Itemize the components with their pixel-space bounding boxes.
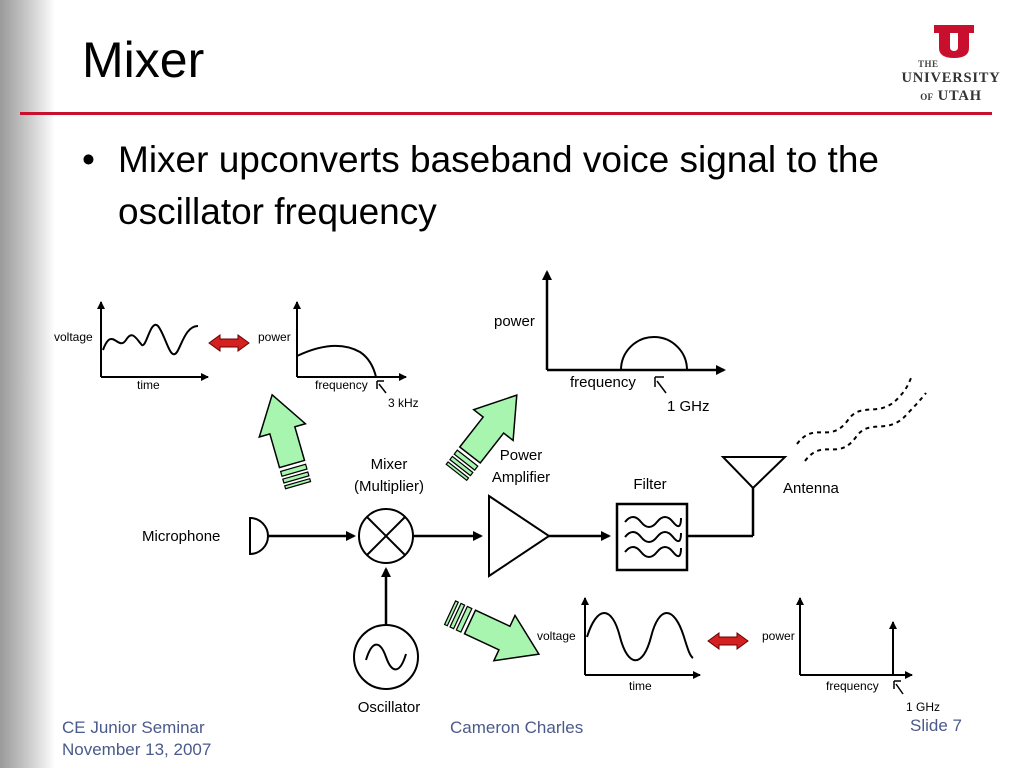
output-spectrum-plot: power frequency 1 GHz [494,270,726,415]
output-spectrum-ylabel: power [494,313,535,330]
radio-waves-icon [796,377,927,462]
logo-university: UNIVERSITY [901,70,1001,86]
filter-label: Filter [633,476,666,493]
logo-of: OF [920,92,934,102]
logo-the: THE [918,59,939,69]
footer-course-info: CE Junior Seminar November 13, 2007 [62,717,211,761]
osc-time-xlabel: time [629,679,652,693]
voice-spectrum-plot: power frequency 3 kHz [258,301,419,410]
power-amp-sublabel: Amplifier [492,469,550,486]
mixer-multiplier-icon [358,508,414,564]
university-logo: THE UNIVERSITY OF UTAH [890,22,1012,106]
microphone-icon [249,517,269,555]
footer-course: CE Junior Seminar [62,718,205,737]
microphone-label: Microphone [142,528,220,545]
filter-icon [615,502,689,572]
mixer-label: Mixer [371,456,408,473]
footer-slide-number: Slide 7 [910,716,962,735]
bullet-text: Mixer upconverts baseband voice signal t… [118,139,879,232]
antenna-icon [687,456,788,538]
title-divider [20,112,992,115]
voice-time-ylabel: voltage [54,330,93,344]
voice-spectrum-xlabel: frequency [315,378,368,392]
voice-spectrum-ylabel: power [258,330,291,344]
power-amp-label: Power [500,447,543,464]
output-spectrum-xlabel: frequency [570,374,636,391]
osc-spectrum-ylabel: power [762,629,795,643]
bullet-dot: • [82,139,95,180]
oscillator-icon [353,624,419,690]
power-amplifier-icon [488,494,551,578]
slide-title: Mixer [82,32,205,88]
footer-author: Cameron Charles [450,718,584,737]
voice-time-xlabel: time [137,378,160,392]
green-arrow-to-voice-plots-icon [258,393,312,490]
mixer-sublabel: (Multiplier) [354,478,424,495]
equivalence-double-arrow-icon [208,334,250,352]
equivalence-double-arrow-2-icon [707,632,749,650]
logo-of-utah: OF UTAH [890,88,1012,105]
osc-time-plot: voltage time [537,597,701,693]
osc-spectrum-xlabel: frequency [826,679,879,693]
logo-utah: UTAH [937,88,982,104]
voice-spectrum-marker: 3 kHz [388,396,419,410]
footer-date: November 13, 2007 [62,740,212,759]
osc-spectrum-plot: power frequency 1 GHz [762,597,940,714]
oscillator-label: Oscillator [358,699,421,716]
osc-time-ylabel: voltage [537,629,576,643]
green-arrow-to-osc-plots-icon [443,600,541,662]
antenna-label: Antenna [783,480,840,497]
left-gradient-bar [0,0,55,768]
osc-spectrum-marker: 1 GHz [906,700,940,714]
voice-time-plot: voltage time [54,301,209,392]
u-block-logo-icon [934,25,974,58]
green-arrow-to-output-plot-icon [445,394,518,482]
output-spectrum-marker: 1 GHz [667,398,710,415]
